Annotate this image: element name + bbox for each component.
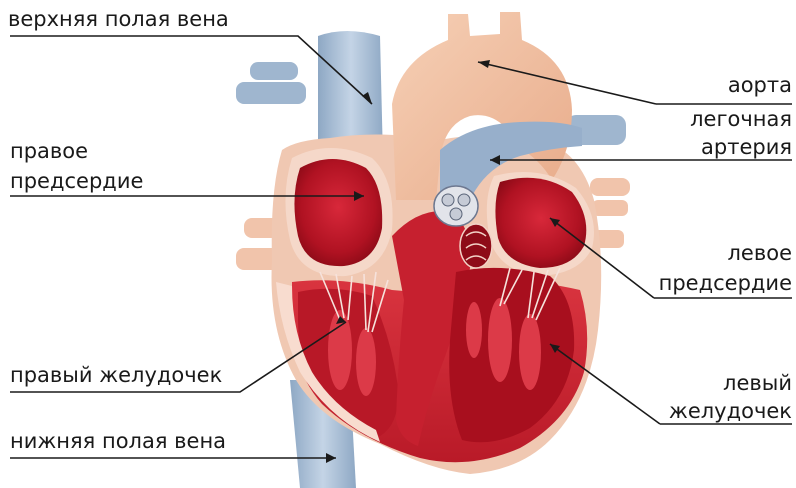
label-left-ventricle-line1: левый xyxy=(723,370,792,396)
leader-superior-vena-cava xyxy=(10,36,372,104)
label-left-ventricle-line2: желудочек xyxy=(669,398,792,424)
aortic-valve xyxy=(460,224,492,268)
label-pulmonary-artery-line2: артерия xyxy=(701,134,792,160)
label-superior-vena-cava: верхняя полая вена xyxy=(8,6,229,32)
label-aorta: аорта xyxy=(728,72,792,98)
pulmonary-valve xyxy=(434,186,478,226)
label-right-atrium-line1: правое xyxy=(10,138,88,164)
label-pulmonary-artery-line1: легочная xyxy=(690,106,792,132)
label-inferior-vena-cava: нижняя полая вена xyxy=(10,428,226,454)
label-left-atrium-line1: левое xyxy=(728,240,793,266)
label-right-atrium-line2: предсердие xyxy=(10,168,143,194)
label-right-ventricle: правый желудочек xyxy=(10,362,222,388)
label-left-atrium-line2: предсердие xyxy=(659,270,792,296)
